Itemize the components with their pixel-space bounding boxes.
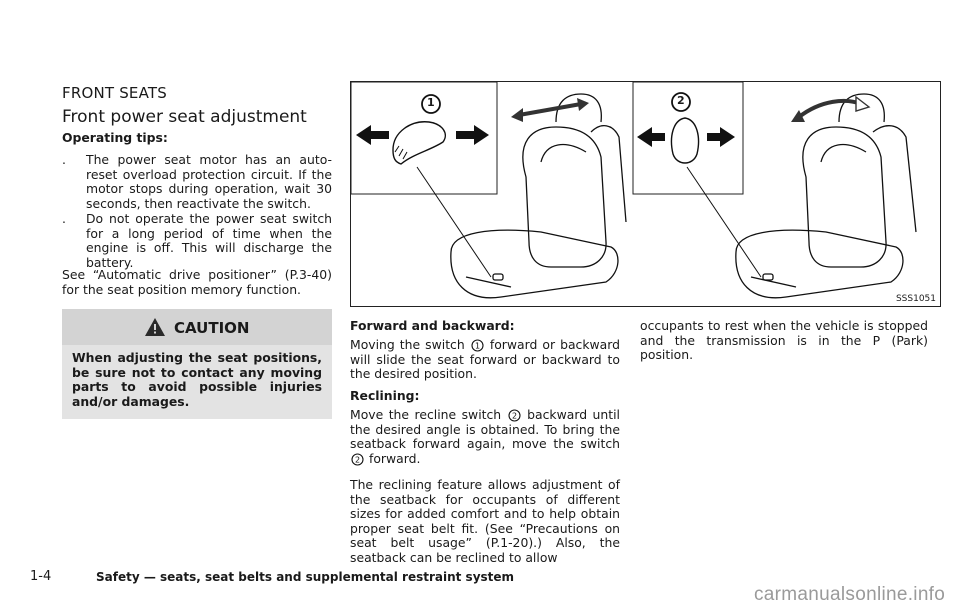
reclining-text-2: The reclining feature allows adjustment … (350, 477, 620, 565)
svg-text:2: 2 (512, 412, 517, 421)
warning-icon (145, 318, 165, 336)
seat-illustration (351, 82, 917, 299)
bullet-marker: . (62, 152, 66, 167)
watermark: carmanualsonline.info (754, 584, 946, 605)
see-also-text: See “Automatic drive positioner” (P.3-40… (62, 267, 332, 297)
circled-2-icon: 2 (508, 409, 521, 422)
reclining-pre: Move the recline switch (350, 407, 502, 422)
forward-text-pre: Moving the switch (350, 337, 465, 352)
footer-title: Safety — seats, seat belts and supplemen… (96, 570, 515, 584)
reclining-continued: occupants to rest when the vehicle is st… (640, 318, 928, 363)
caution-body: When adjusting the seat positions, be su… (62, 345, 332, 419)
forward-text-post: forward or backward will slide the seat … (350, 337, 620, 382)
seat-figure: 1 2 SSS1051 (350, 81, 941, 307)
caution-text: When adjusting the seat positions, be su… (72, 350, 322, 409)
figure-code: SSS1051 (895, 294, 936, 304)
tip-item: . The power seat motor has an auto-reset… (62, 152, 332, 213)
tip-item: . Do not operate the power seat switch f… (62, 211, 332, 272)
tips-title: Operating tips: (62, 130, 168, 145)
section-heading: FRONT SEATS (62, 84, 167, 102)
callout-2: 2 (677, 94, 685, 107)
bullet-marker: . (62, 211, 66, 226)
tip-text: The power seat motor has an auto-reset o… (86, 152, 332, 211)
forward-text: Moving the switch 1 forward or backward … (350, 337, 620, 382)
page-number: 1-4 (30, 569, 52, 584)
svg-text:1: 1 (475, 342, 480, 351)
reclining-title: Reclining: (350, 388, 420, 403)
reclining-text-1: Move the recline switch 2 backward until… (350, 407, 620, 466)
caution-label: CAUTION (174, 319, 250, 337)
section-subheading: Front power seat adjustment (62, 107, 307, 127)
caution-header: CAUTION (62, 309, 332, 345)
reclining-post: forward. (368, 450, 421, 466)
svg-text:2: 2 (355, 455, 360, 464)
forward-title: Forward and backward: (350, 318, 515, 333)
reclining-mid: backward until the desired angle is obta… (350, 407, 620, 452)
circled-1-icon: 1 (471, 339, 484, 352)
tip-text: Do not operate the power seat switch for… (86, 211, 332, 270)
circled-2-icon: 2 (351, 453, 364, 466)
callout-1: 1 (427, 96, 435, 109)
